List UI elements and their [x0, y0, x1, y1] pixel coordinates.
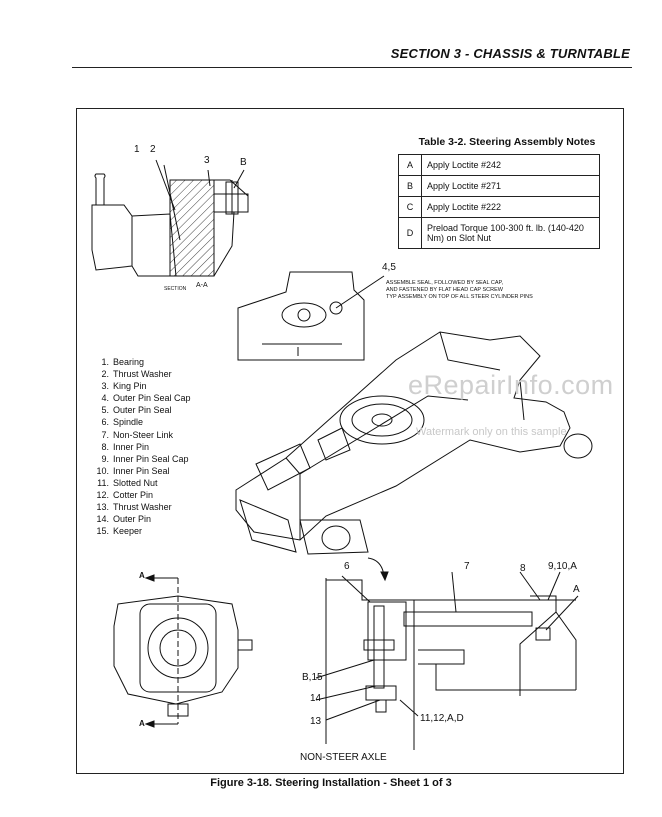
chassis-isometric	[235, 331, 593, 555]
list-item: 5. Outer Pin Seal	[94, 404, 191, 416]
legend-label: Outer Pin Seal Cap	[113, 393, 191, 404]
assembly-note-line-2: AND FASTENED BY FLAT HEAD CAP SCREW	[386, 287, 503, 293]
section-id: A-A	[196, 282, 208, 289]
list-item: 15. Keeper	[94, 525, 191, 537]
table-title: Table 3-2. Steering Assembly Notes	[418, 136, 596, 148]
watermark-sub: Watermark only on this sample	[416, 426, 567, 438]
figure-frame	[76, 108, 624, 774]
table-row: B Apply Loctite #271	[398, 175, 600, 197]
callout-13: 13	[310, 716, 322, 727]
list-item: 7. Non-Steer Link	[94, 429, 191, 441]
list-item: 4. Outer Pin Seal Cap	[94, 392, 191, 404]
legend-label: Bearing	[113, 357, 145, 367]
legend-num: 2.	[101, 369, 109, 380]
callout-7: 7	[464, 561, 470, 572]
legend-label: Outer Pin	[113, 514, 152, 525]
callout-1: 1	[134, 144, 140, 155]
legend-label: Spindle	[113, 417, 144, 428]
header-rule	[72, 67, 632, 68]
table-row: A Apply Loctite #242	[398, 154, 600, 176]
note-key: B	[398, 175, 422, 197]
legend-label: King Pin	[113, 381, 147, 392]
legend-num: 14.	[96, 514, 109, 525]
callout-b-15: B,15	[302, 672, 323, 683]
assembly-note-line-3: TYP ASSEMBLY ON TOP OF ALL STEER CYLINDE…	[386, 294, 533, 300]
note-text: Apply Loctite #242	[421, 154, 600, 176]
legend-num: 7.	[101, 429, 109, 440]
callout-8: 8	[520, 563, 526, 574]
section-title: SECTION 3 - CHASSIS & TURNTABLE	[390, 46, 630, 61]
section-arrow-a-top: A	[139, 571, 145, 580]
note-text: Preload Torque 100-300 ft. lb. (140-420 …	[421, 217, 600, 249]
pin-cap-detail	[237, 271, 385, 361]
legend-label: Slotted Nut	[113, 477, 158, 488]
legend-num: 8.	[101, 441, 109, 452]
legend-num: 1.	[101, 357, 109, 367]
callout-6: 6	[344, 561, 350, 572]
callout-9-10-a: 9,10,A	[548, 561, 577, 572]
section-word: SECTION	[164, 286, 187, 292]
legend-num: 4.	[101, 393, 109, 404]
legend-num: 5.	[101, 405, 109, 416]
list-item: 10. Inner Pin Seal	[94, 465, 191, 477]
list-item: 12. Cotter Pin	[94, 489, 191, 501]
table-row: D Preload Torque 100-300 ft. lb. (140-42…	[398, 217, 600, 249]
watermark-main: eRepairInfo.com	[408, 370, 614, 400]
assembly-note-line-1: ASSEMBLE SEAL, FOLLOWED BY SEAL CAP,	[386, 280, 503, 286]
legend-label: Inner Pin Seal	[113, 465, 170, 476]
legend-label: Thrust Washer	[113, 502, 172, 513]
callout-3: 3	[204, 155, 210, 166]
table-row: C Apply Loctite #222	[398, 196, 600, 218]
front-view	[113, 574, 253, 728]
note-text: Apply Loctite #271	[421, 175, 600, 197]
legend-num: 13.	[96, 502, 109, 513]
note-key: D	[398, 217, 422, 249]
legend-label: Cotter Pin	[113, 490, 154, 501]
list-item: 8. Inner Pin	[94, 441, 191, 453]
legend-num: 12.	[96, 490, 109, 501]
callout-b: B	[240, 157, 247, 168]
legend-num: 9.	[101, 453, 109, 464]
list-item: 2. Thrust Washer	[94, 368, 191, 380]
list-item: 6. Spindle	[94, 416, 191, 428]
legend-num: 3.	[101, 381, 109, 392]
callout-4-5: 4,5	[382, 262, 396, 273]
callout-14: 14	[310, 693, 322, 704]
section-arrow-a-bottom: A	[139, 719, 145, 728]
figure-caption: Figure 3-18. Steering Installation - She…	[210, 777, 452, 789]
list-item: 13. Thrust Washer	[94, 501, 191, 513]
legend-num: 15.	[96, 526, 109, 537]
legend-label: Inner Pin	[113, 441, 150, 452]
legend-label: Non-Steer Link	[113, 429, 174, 440]
callout-a: A	[573, 584, 580, 595]
axle-detail	[315, 557, 579, 750]
view-label: NON-STEER AXLE	[300, 752, 387, 763]
list-item: 14. Outer Pin	[94, 513, 191, 525]
legend-label: Thrust Washer	[113, 369, 172, 380]
note-key: A	[398, 154, 422, 176]
list-item: 9. Inner Pin Seal Cap	[94, 453, 191, 465]
legend-label: Keeper	[113, 526, 143, 537]
steering-notes-table: A Apply Loctite #242 B Apply Loctite #27…	[398, 154, 600, 249]
legend-num: 11.	[97, 477, 109, 488]
legend-label: Inner Pin Seal Cap	[113, 453, 189, 464]
note-key: C	[398, 196, 422, 218]
callout-2: 2	[150, 144, 156, 155]
legend-num: 10.	[96, 465, 109, 476]
note-text: Apply Loctite #222	[421, 196, 600, 218]
list-item: 3. King Pin	[94, 380, 191, 392]
section-aa-detail	[91, 159, 249, 277]
legend-num: 6.	[101, 417, 109, 428]
list-item: 1. Bearing	[94, 356, 191, 368]
parts-legend: 1. Bearing 2. Thrust Washer 3. King Pin 4. O…	[94, 356, 191, 537]
callout-11-12-a-d: 11,12,A,D	[420, 713, 464, 724]
legend-label: Outer Pin Seal	[113, 405, 172, 416]
list-item: 11. Slotted Nut	[94, 477, 191, 489]
